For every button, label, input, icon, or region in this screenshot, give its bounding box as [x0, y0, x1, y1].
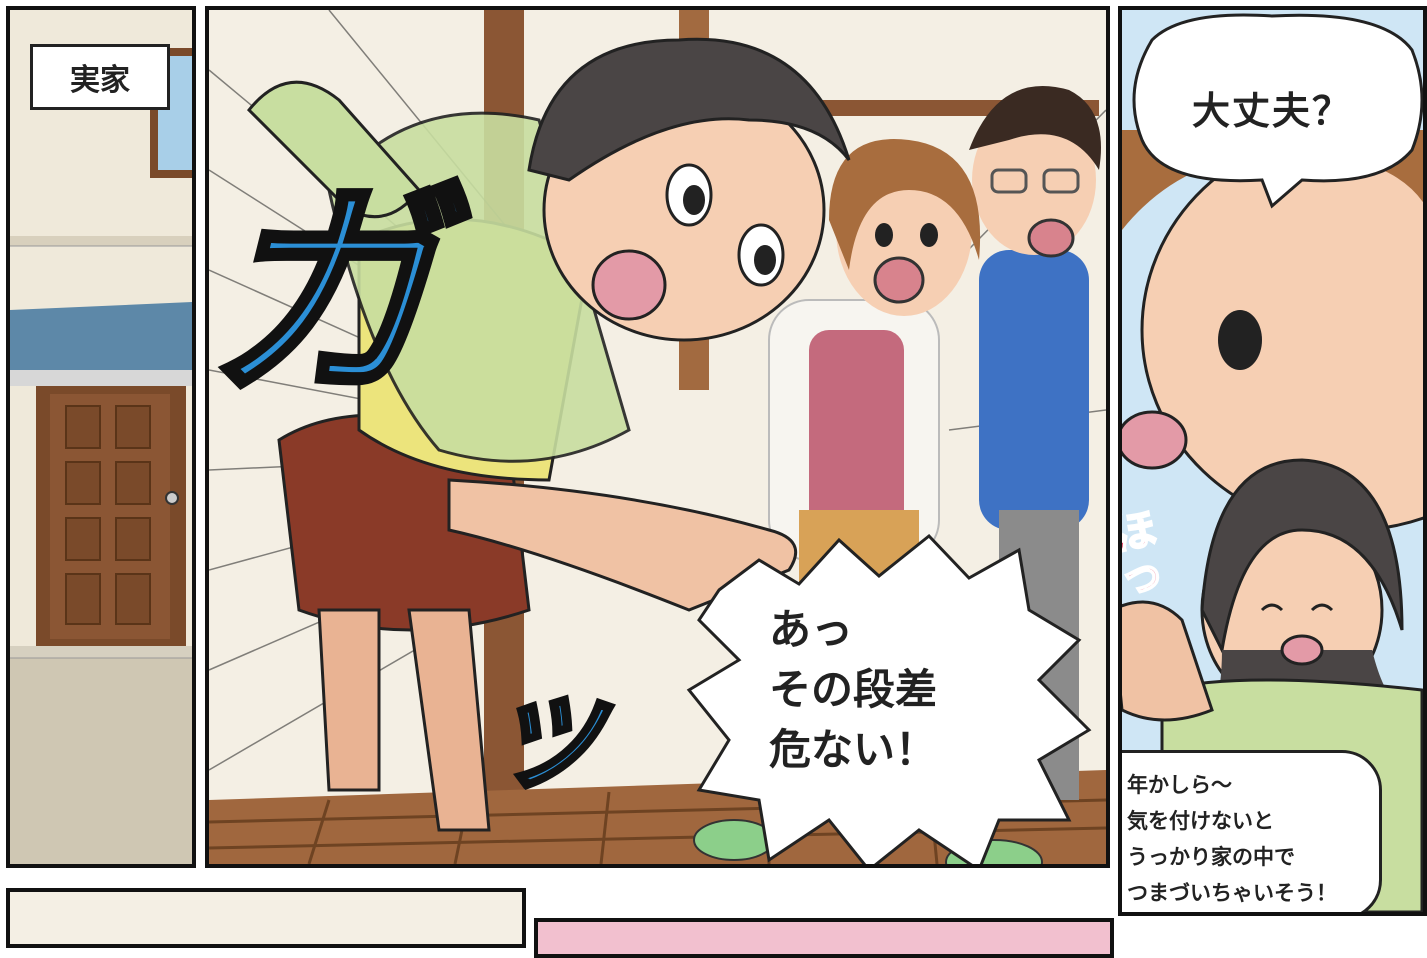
speech-line-2: その段差: [769, 665, 938, 714]
location-caption: 実家: [70, 63, 130, 98]
thought-line-3: うっかり家の中で: [1127, 845, 1295, 869]
speech-are-you-ok: 大丈夫？: [1192, 89, 1353, 133]
thought-line-2: 気を付けないと: [1127, 809, 1274, 833]
panel-next-middle: [534, 918, 1114, 958]
panel-next-left: [6, 888, 526, 948]
thought-line-4: つまづいちゃいそう！: [1127, 881, 1337, 905]
speech-line-1: あっ: [769, 605, 854, 654]
thought-line-1: 年かしら～: [1127, 773, 1232, 797]
panel-relief-scene: 大丈夫？ ほっ 年かしら～ 気を付けないと うっかり家の中で つまづいちゃいそう…: [1118, 6, 1427, 916]
thought-bubble: 年かしら～ 気を付けないと うっかり家の中で つまづいちゃいそう！: [1122, 750, 1382, 912]
location-caption-box: 実家: [30, 44, 170, 110]
speech-bubble-shape: [1132, 13, 1423, 209]
panel-house-interior: 実家: [6, 6, 196, 868]
speech-line-3: 危ない！: [769, 725, 938, 774]
exclamation-speech: あっ その段差 危ない！: [769, 600, 1029, 780]
panel-trip-scene: ガ ッ あっ その段差 危ない！: [205, 6, 1110, 868]
house-interior-illustration: [10, 10, 192, 864]
exclamation-bubble-shape: [686, 533, 1092, 864]
